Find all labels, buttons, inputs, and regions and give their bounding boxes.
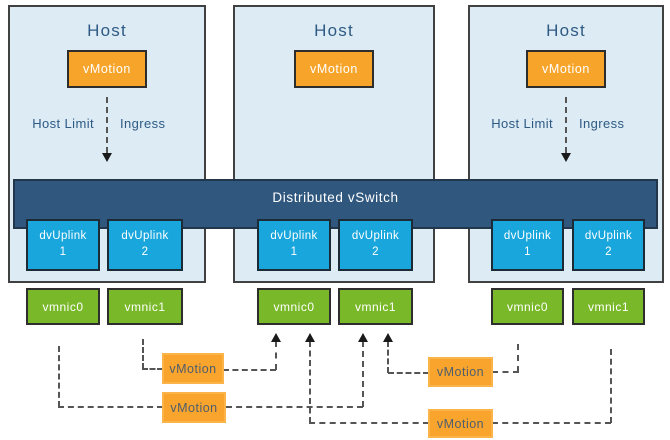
dvuplink-label: dvUplink xyxy=(121,230,169,243)
host-title: Host xyxy=(314,21,354,40)
dashed-connector xyxy=(142,339,144,369)
dvuplink-label: dvUplink xyxy=(351,230,400,243)
dvuplink-number: 2 xyxy=(605,246,612,258)
vmnic-box: vmnic0 xyxy=(491,288,564,325)
vmotion-service-box: vMotion xyxy=(526,50,606,88)
dashed-connector xyxy=(610,349,612,423)
host-title: Host xyxy=(546,21,586,40)
dvuplink-number: 2 xyxy=(141,246,149,258)
dvuplink-label: dvUplink xyxy=(503,230,552,243)
dvuplink-box: dvUplink 1 xyxy=(491,219,564,271)
dashed-connector xyxy=(275,341,277,370)
dvuplink-label: dvUplink xyxy=(39,230,87,243)
dashed-connector xyxy=(309,422,429,424)
ingress-label: Ingress xyxy=(579,116,625,131)
vmotion-flow-box: vMotion xyxy=(162,392,226,423)
host-limit-dashed-line xyxy=(106,97,108,153)
vmnic-box: vmnic0 xyxy=(26,288,100,325)
vmnic-box: vmnic1 xyxy=(107,288,183,325)
dashed-connector xyxy=(226,406,363,408)
dvuplink-number: 2 xyxy=(372,246,379,258)
host-limit-dashed-line xyxy=(565,97,567,153)
vmotion-flow-box: vMotion xyxy=(162,353,224,384)
dvuplink-label: dvUplink xyxy=(584,230,633,243)
dvuplink-box: dvUplink 2 xyxy=(338,219,413,271)
dvuplink-label: dvUplink xyxy=(270,230,318,243)
host-limit-label: Host Limit xyxy=(32,116,94,131)
dvuplink-box: dvUplink 1 xyxy=(257,219,331,271)
host-limit-label: Host Limit xyxy=(491,116,553,131)
dashed-connector xyxy=(58,406,163,408)
dvuplink-number: 1 xyxy=(524,246,531,258)
vmnic-box: vmnic0 xyxy=(257,288,331,325)
arrow-up-icon xyxy=(271,333,281,342)
dvuplink-box: dvUplink 2 xyxy=(572,219,645,271)
dashed-connector xyxy=(492,422,611,424)
dvuplink-box: dvUplink 2 xyxy=(107,219,183,271)
ingress-label: Ingress xyxy=(120,116,166,131)
vmnic-box: vmnic1 xyxy=(338,288,413,325)
vmotion-flow-box: vMotion xyxy=(428,409,493,438)
dashed-connector xyxy=(492,371,519,373)
dashed-connector xyxy=(58,346,60,407)
dvuplink-number: 1 xyxy=(290,246,298,258)
vmotion-service-box: vMotion xyxy=(67,50,147,88)
dashed-connector xyxy=(223,369,276,371)
dashed-connector xyxy=(362,341,364,407)
dashed-connector xyxy=(387,341,389,373)
dashed-connector xyxy=(142,368,163,370)
arrow-down-icon xyxy=(102,153,112,162)
host-title: Host xyxy=(87,21,127,40)
vmotion-service-box: vMotion xyxy=(294,50,374,88)
arrow-up-icon xyxy=(358,333,368,342)
dvuplink-number: 1 xyxy=(59,246,67,258)
dashed-connector xyxy=(309,341,311,423)
dashed-connector xyxy=(388,372,429,374)
vmnic-box: vmnic1 xyxy=(572,288,645,325)
dvuplink-box: dvUplink 1 xyxy=(26,219,100,271)
vmotion-flow-box: vMotion xyxy=(428,357,493,387)
arrow-down-icon xyxy=(561,153,571,162)
dashed-connector xyxy=(517,344,519,372)
arrow-up-icon xyxy=(305,333,315,342)
arrow-up-icon xyxy=(383,333,393,342)
